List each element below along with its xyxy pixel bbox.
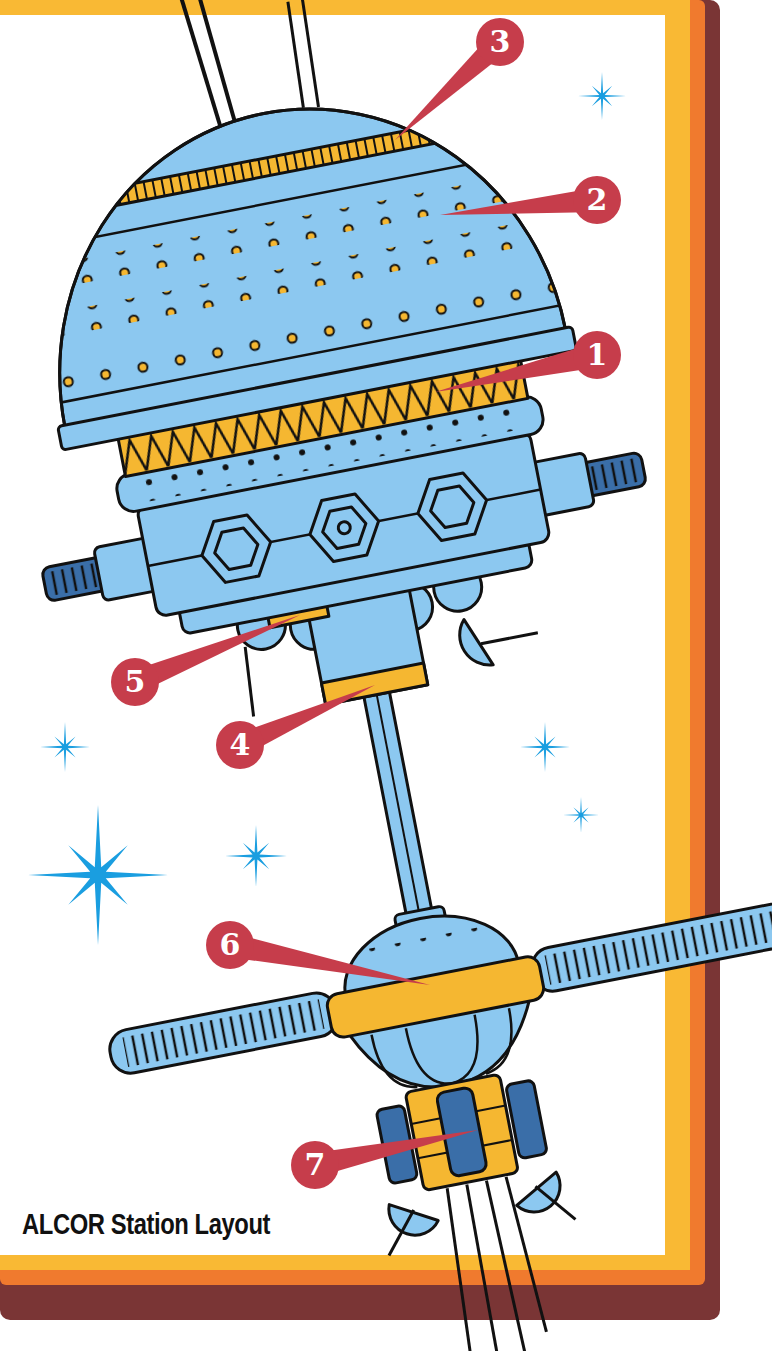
callout-circle [573, 331, 621, 379]
star [225, 825, 287, 887]
callout-circle [216, 721, 264, 769]
star [28, 805, 168, 945]
callout-circle [111, 658, 159, 706]
callout-number: 5 [111, 658, 159, 706]
callout-number: 4 [216, 721, 264, 769]
frame-stripe [0, 0, 690, 1270]
frame-panel [0, 15, 665, 1255]
callout-number: 1 [573, 331, 621, 379]
callout-circle [573, 176, 621, 224]
callout-number: 3 [476, 18, 524, 66]
callout-markers [111, 18, 621, 1189]
callout-pointer [228, 933, 430, 985]
frame-stripe [0, 0, 720, 1320]
star [520, 722, 570, 772]
star [578, 72, 626, 120]
dome [0, 53, 633, 458]
callout-number: 2 [573, 176, 621, 224]
lower-module [314, 898, 588, 1258]
retro-frame [0, 0, 720, 1320]
callout-number: 6 [206, 921, 254, 969]
frame-stripe [0, 0, 705, 1285]
star [563, 797, 599, 833]
star [40, 722, 90, 772]
diagram-caption: ALCOR Station Layout [22, 1208, 270, 1241]
callout-circle [476, 18, 524, 66]
connecting-pole [351, 683, 448, 938]
callout-number: 7 [291, 1141, 339, 1189]
callout-circle [206, 921, 254, 969]
callout-circle [291, 1141, 339, 1189]
